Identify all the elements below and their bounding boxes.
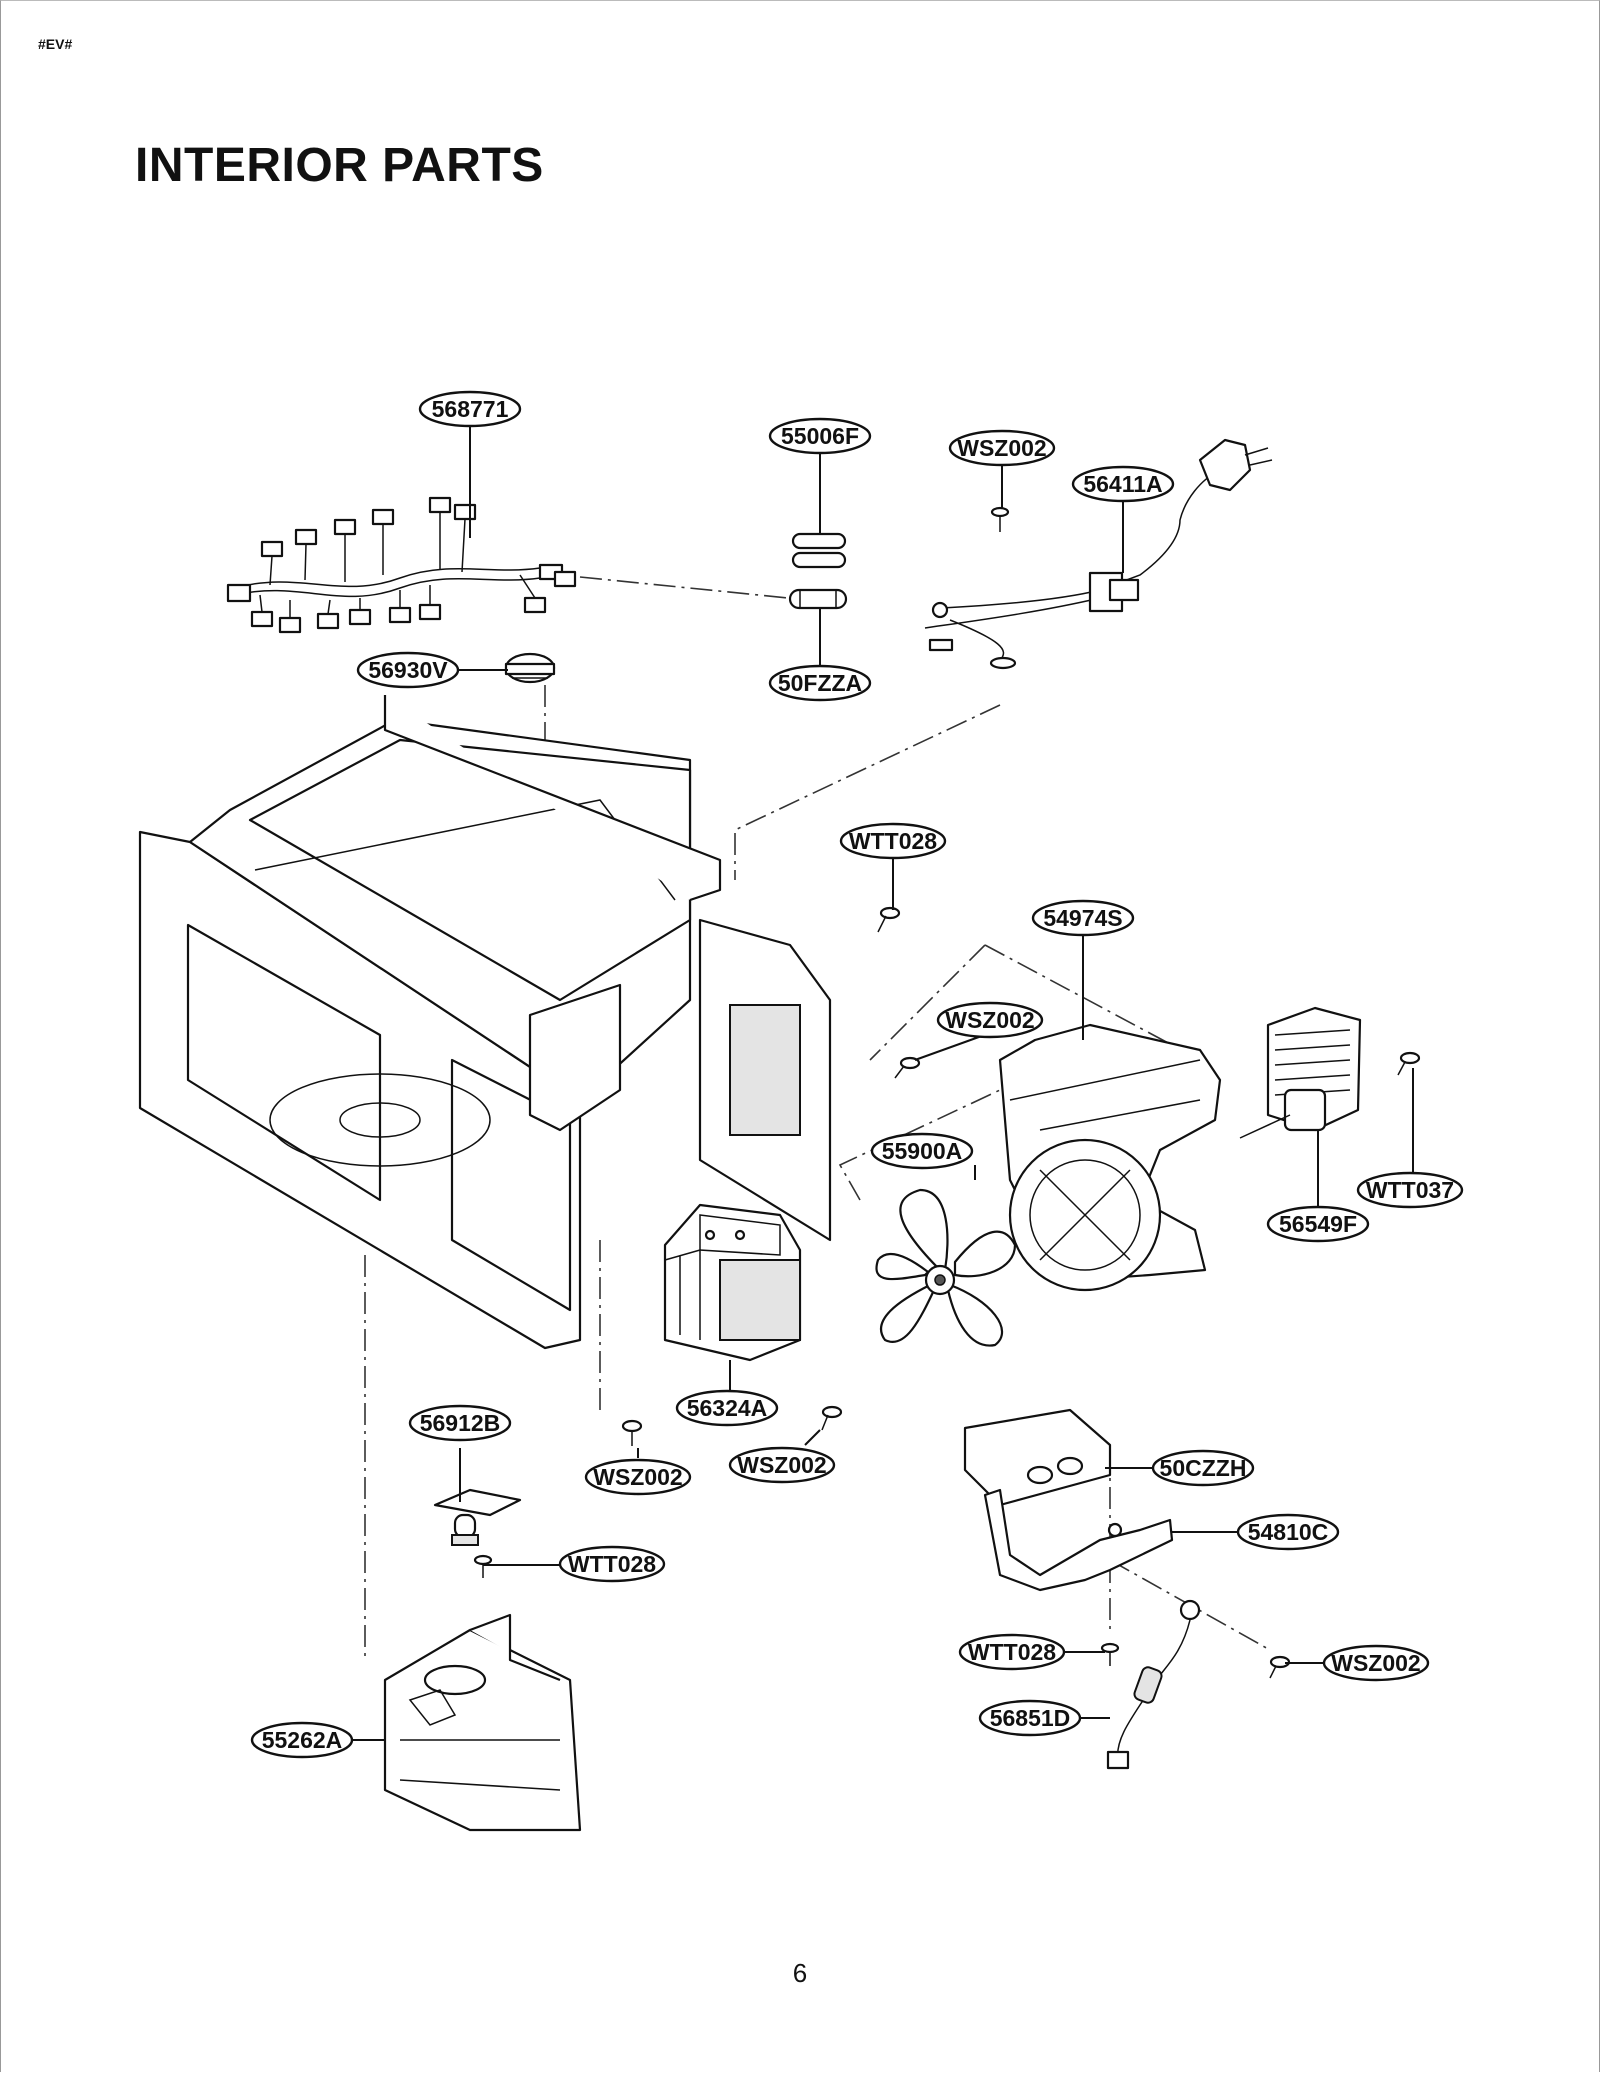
svg-text:56930V: 56930V xyxy=(368,657,448,683)
fan-duct-part xyxy=(998,1023,1222,1292)
screw-part-mid-wtt028 xyxy=(877,906,901,933)
callout-wsz002-low-left: WSZ002 xyxy=(584,1458,692,1496)
svg-text:54974S: 54974S xyxy=(1043,905,1122,931)
svg-text:WSZ002: WSZ002 xyxy=(737,1452,826,1478)
lamp-part xyxy=(433,1488,522,1546)
svg-text:WTT028: WTT028 xyxy=(849,828,937,854)
callout-55262a: 55262A xyxy=(250,1721,354,1759)
thermostat-part xyxy=(504,652,556,684)
svg-text:56324A: 56324A xyxy=(687,1395,768,1421)
svg-text:55900A: 55900A xyxy=(882,1138,963,1164)
svg-text:55006F: 55006F xyxy=(781,423,859,449)
screw-part-mid-wsz002 xyxy=(894,1056,921,1079)
svg-text:50CZZH: 50CZZH xyxy=(1160,1455,1247,1481)
callout-50fzza: 50FZZA xyxy=(768,664,872,702)
screw-part-bottom-wtt028 xyxy=(1100,1642,1120,1666)
oven-cavity-frame xyxy=(138,695,832,1350)
svg-text:50FZZA: 50FZZA xyxy=(778,670,862,696)
lamp-case-part xyxy=(383,1613,582,1832)
document-code: #EV# xyxy=(38,36,73,52)
screw-part-bottom-wsz002 xyxy=(1269,1655,1291,1679)
page-title: INTERIOR PARTS xyxy=(135,139,544,192)
callout-56411a: 56411A xyxy=(1071,465,1175,503)
wire-harness-part xyxy=(226,496,577,634)
callout-568771: 568771 xyxy=(418,390,522,428)
callout-56324a: 56324A xyxy=(675,1389,779,1427)
screw-part-top xyxy=(990,506,1010,532)
capacitor-bracket-part xyxy=(983,1488,1174,1592)
page-number: 6 xyxy=(792,1958,808,1988)
svg-text:54810C: 54810C xyxy=(1248,1519,1329,1545)
callout-50czzh: 50CZZH xyxy=(1151,1449,1255,1487)
screw-part-low-left xyxy=(621,1419,643,1446)
callout-wsz002-mid: WSZ002 xyxy=(936,1001,1044,1039)
svg-text:WSZ002: WSZ002 xyxy=(593,1464,682,1490)
svg-text:56549F: 56549F xyxy=(1279,1211,1357,1237)
svg-text:568771: 568771 xyxy=(432,396,509,422)
callout-55900a: 55900A xyxy=(870,1132,974,1170)
callout-wsz002-bottom: WSZ002 xyxy=(1322,1644,1430,1682)
capacitor-part xyxy=(963,1408,1112,1507)
callout-wsz002-low-mid: WSZ002 xyxy=(728,1446,836,1484)
power-cord-part xyxy=(924,438,1273,670)
svg-text:WSZ002: WSZ002 xyxy=(945,1007,1034,1033)
fuse-part xyxy=(788,588,848,610)
svg-text:WSZ002: WSZ002 xyxy=(957,435,1046,461)
callout-wtt028-mid: WTT028 xyxy=(839,822,947,860)
svg-text:56912B: 56912B xyxy=(420,1410,501,1436)
fuse-holder-part xyxy=(791,532,847,569)
screw-part-wtt037 xyxy=(1397,1051,1421,1076)
callout-wtt028-bottom: WTT028 xyxy=(958,1633,1066,1671)
callout-wsz002-top: WSZ002 xyxy=(948,429,1056,467)
svg-text:WTT037: WTT037 xyxy=(1366,1177,1454,1203)
callout-56549f: 56549F xyxy=(1266,1205,1370,1243)
screw-part-low-wtt028 xyxy=(473,1554,493,1578)
fan-blade-part xyxy=(875,1188,1017,1347)
magnetron-part xyxy=(663,1203,802,1362)
svg-text:WTT028: WTT028 xyxy=(968,1639,1056,1665)
callout-55006f: 55006F xyxy=(768,417,872,455)
callout-56912b: 56912B xyxy=(408,1404,512,1442)
svg-text:56851D: 56851D xyxy=(990,1705,1071,1731)
svg-text:55262A: 55262A xyxy=(262,1727,343,1753)
svg-text:WSZ002: WSZ002 xyxy=(1331,1650,1420,1676)
callout-wtt037: WTT037 xyxy=(1356,1171,1464,1209)
svg-text:56411A: 56411A xyxy=(1083,471,1162,497)
screw-part-low-mid xyxy=(821,1405,843,1431)
callout-54974s: 54974S xyxy=(1031,899,1135,937)
callout-56851d: 56851D xyxy=(978,1699,1082,1737)
fan-motor-part xyxy=(1239,1006,1362,1139)
callout-56930v: 56930V xyxy=(356,651,460,689)
diode-part xyxy=(1106,1599,1201,1770)
svg-text:WTT028: WTT028 xyxy=(568,1551,656,1577)
leader-lines xyxy=(352,423,1414,1741)
callout-wtt028-low: WTT028 xyxy=(558,1545,666,1583)
callout-54810c: 54810C xyxy=(1236,1513,1340,1551)
